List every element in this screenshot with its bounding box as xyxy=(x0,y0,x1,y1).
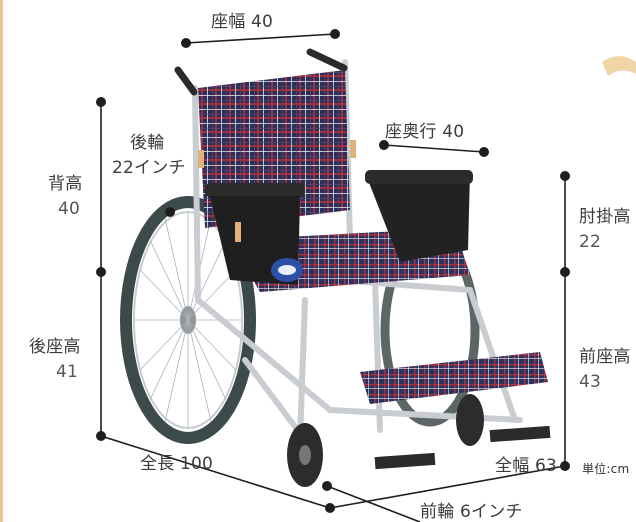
seat-width-label: 座幅 40 xyxy=(211,12,274,32)
rear-wheel-label: 後輪 xyxy=(130,133,165,153)
dimension-lines xyxy=(96,29,570,522)
rear-seat-height-value: 41 xyxy=(56,362,79,382)
seat-depth-label: 座奥行 40 xyxy=(385,122,465,142)
front-wheel-label: 前輪 6インチ xyxy=(420,502,523,522)
rear-wheel-size: 22インチ xyxy=(112,158,186,178)
front-seat-height-label: 前座高 xyxy=(579,347,631,367)
rear-seat-height-label: 後座高 xyxy=(29,337,81,357)
back-height-label: 背高 xyxy=(48,174,83,194)
left-frame-border xyxy=(0,0,3,522)
overall-length-label: 全長 100 xyxy=(140,454,214,474)
back-height-value: 40 xyxy=(58,199,81,219)
wheelchair-illustration xyxy=(120,48,551,487)
armrest-height-label: 肘掛高 xyxy=(579,207,631,227)
unit-label: 単位:cm xyxy=(582,462,630,476)
armrest-height-value: 22 xyxy=(579,232,602,252)
decorative-blob xyxy=(602,56,636,76)
front-seat-height-value: 43 xyxy=(579,372,602,392)
overall-width-label: 全幅 63 xyxy=(495,456,558,476)
